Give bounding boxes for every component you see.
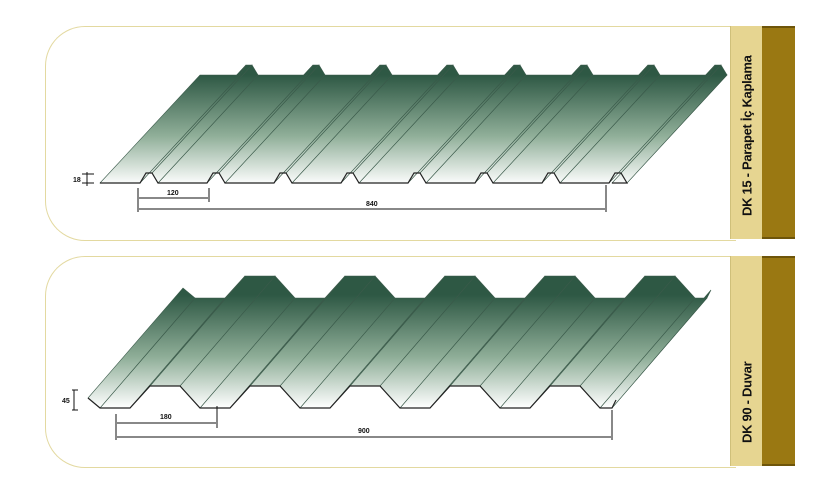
accent-bar	[762, 26, 795, 239]
pitch-dim: 120	[167, 190, 179, 197]
title-strip-dk90: DK 90 - Duvar	[730, 256, 763, 466]
dk90-dimensions: 45 180 900	[62, 389, 613, 440]
title-strip-dk15: DK 15 - Parapet İç Kaplama	[730, 26, 763, 239]
dk15-sheet	[99, 64, 728, 184]
accent-bar	[762, 256, 795, 466]
dk15-dimensions: 18 120 840	[73, 172, 607, 212]
height-dim: 18	[73, 177, 81, 184]
dk90-sheet	[87, 275, 712, 409]
pitch-dim: 180	[160, 414, 172, 421]
profile-edge	[87, 385, 617, 409]
width-dim: 900	[358, 428, 370, 435]
profile-edge	[100, 172, 629, 184]
height-dim: 45	[62, 398, 70, 405]
width-dim: 840	[366, 201, 378, 208]
